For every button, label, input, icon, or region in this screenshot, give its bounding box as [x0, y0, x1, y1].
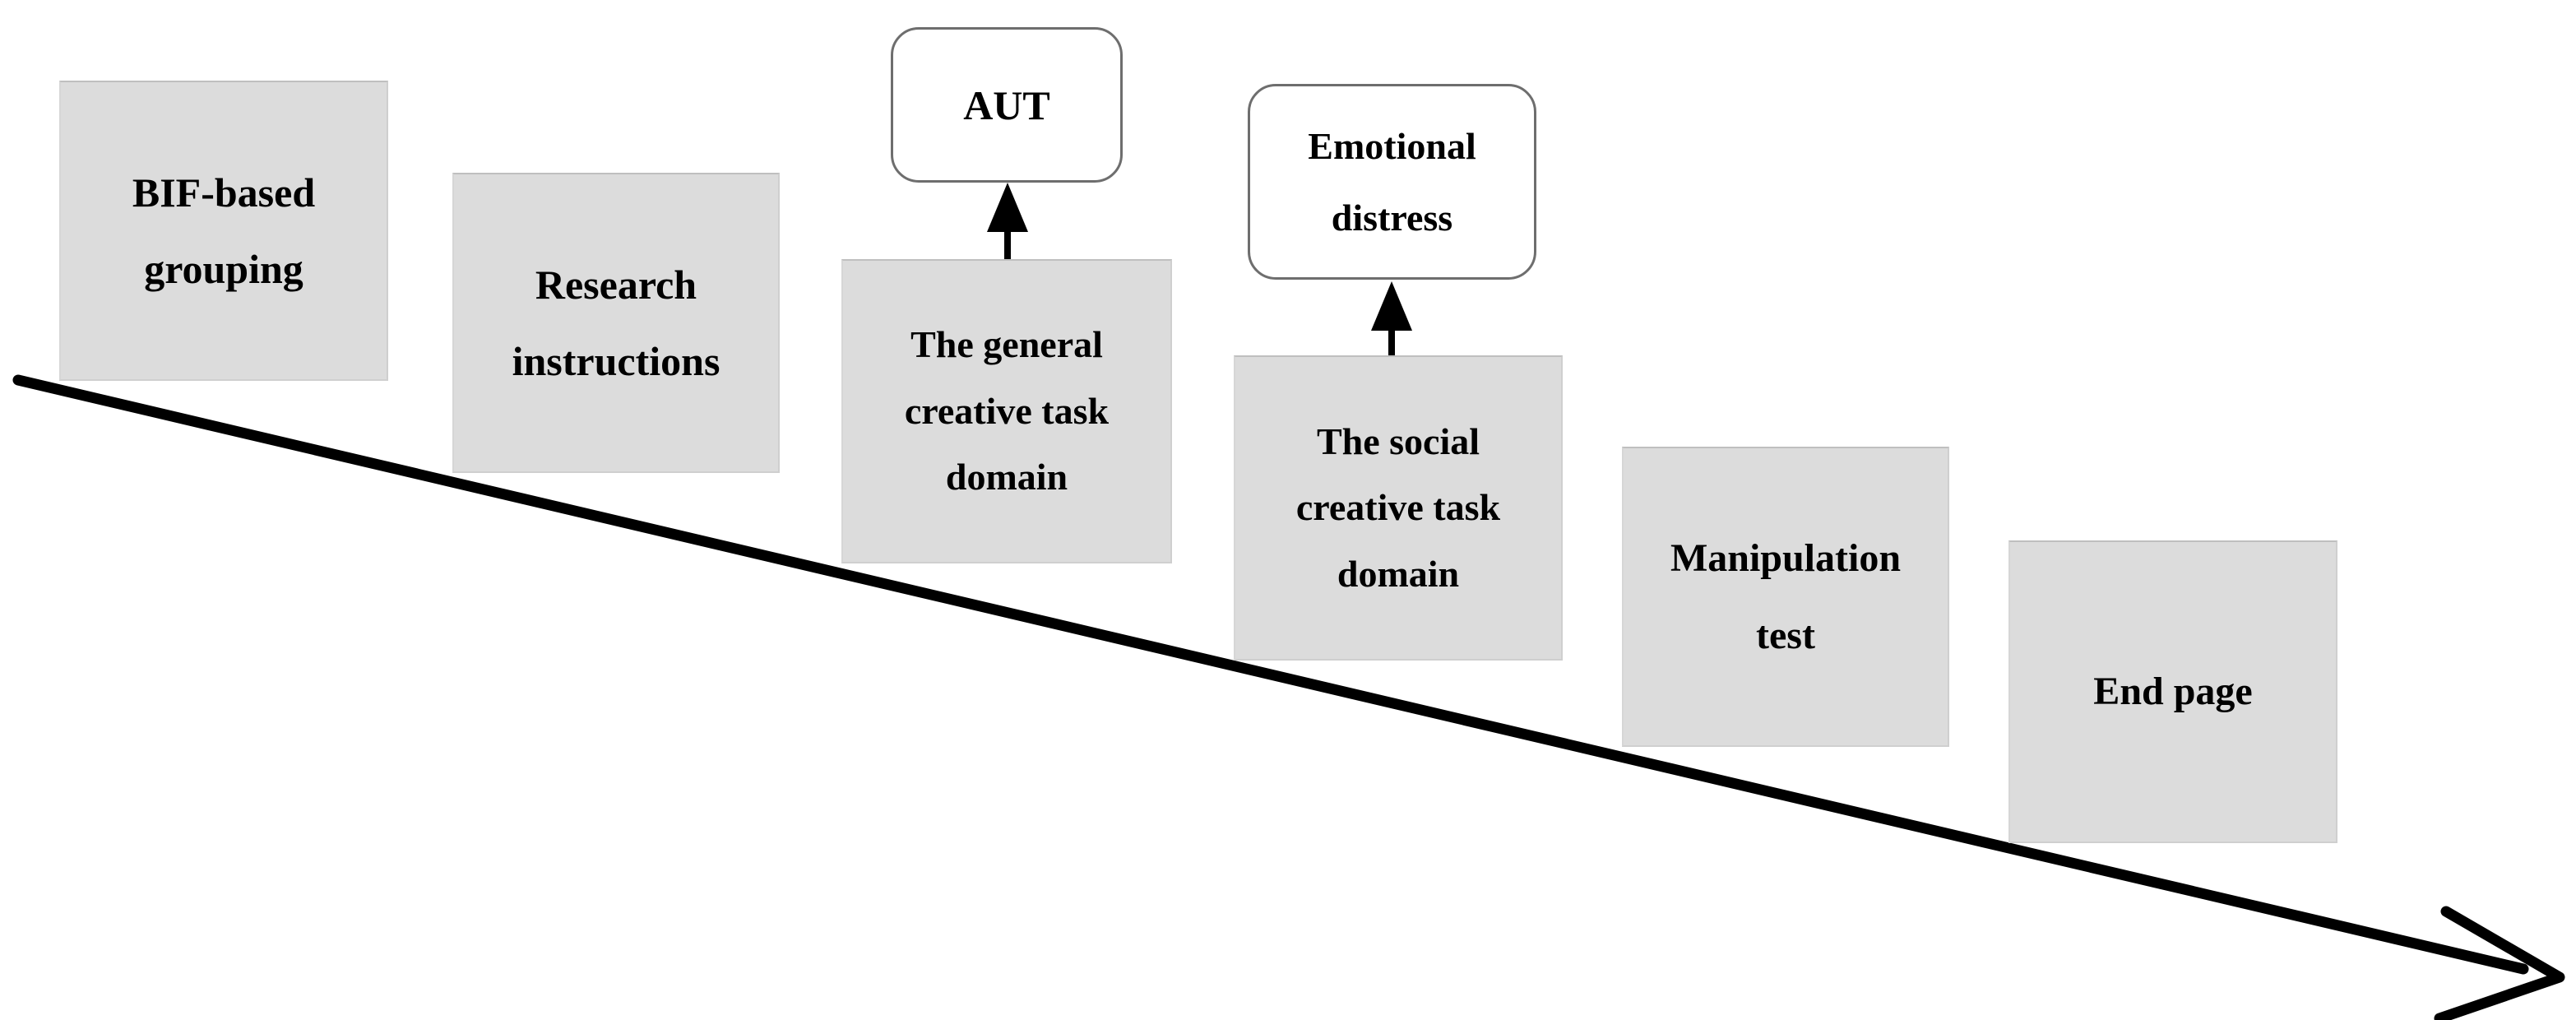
- node-label-line: Research: [535, 262, 697, 308]
- node-label-line: creative task: [1295, 486, 1501, 529]
- node-manipulation-test[interactable]: Manipulation test: [1622, 447, 1949, 747]
- arrow-social-to-emotional: [1371, 281, 1412, 359]
- node-label-line: domain: [945, 456, 1068, 498]
- node-label-line: creative task: [904, 389, 1110, 432]
- node-end-page[interactable]: End page: [2008, 540, 2337, 843]
- node-research-instructions[interactable]: Research instructions: [452, 173, 780, 473]
- node-label-line: test: [1756, 613, 1815, 657]
- node-social-creative-task-domain[interactable]: The social creative task domain: [1234, 355, 1563, 661]
- node-bif-based-grouping[interactable]: BIF-based grouping: [59, 81, 388, 381]
- node-label-line: instructions: [512, 337, 720, 384]
- node-general-creative-task-domain[interactable]: The general creative task domain: [841, 259, 1172, 563]
- node-label-line: domain: [1337, 552, 1460, 595]
- node-label-line: distress: [1331, 197, 1453, 239]
- node-label-line: The social: [1316, 420, 1480, 462]
- node-emotional-distress[interactable]: Emotional distress: [1248, 84, 1536, 280]
- node-label-line: End page: [2093, 669, 2253, 713]
- node-label-line: The general: [910, 323, 1103, 366]
- node-label-line: BIF-based: [132, 169, 316, 216]
- node-aut[interactable]: AUT: [891, 27, 1123, 183]
- node-label-line: Manipulation: [1670, 536, 1902, 580]
- node-label-line: AUT: [963, 81, 1050, 128]
- node-label-line: grouping: [144, 245, 303, 292]
- arrow-general-to-aut: [987, 183, 1028, 263]
- node-label-line: Emotional: [1308, 124, 1476, 167]
